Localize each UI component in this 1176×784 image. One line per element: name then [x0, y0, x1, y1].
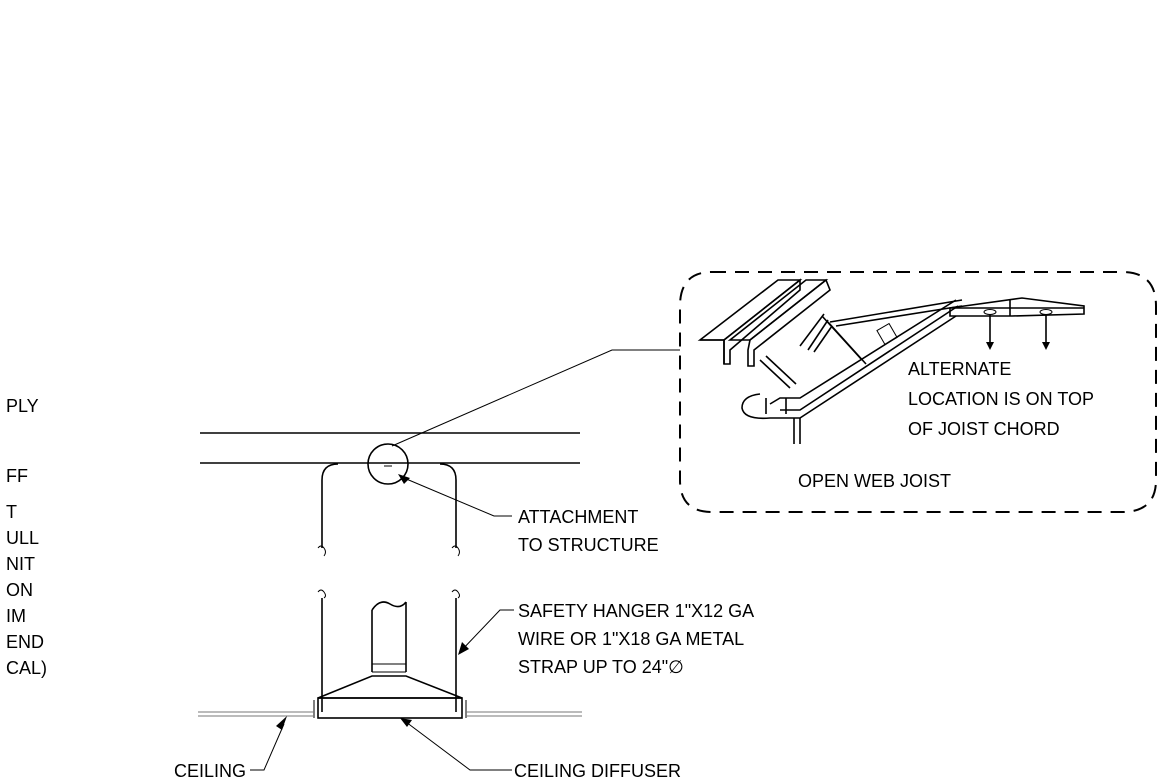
left-note-line: ULL: [6, 528, 39, 548]
left-note-line: END: [6, 632, 44, 652]
alternate-location-note: OF JOIST CHORD: [908, 419, 1060, 439]
safety-hanger-label: STRAP UP TO 24"∅: [518, 657, 684, 677]
left-note-line: FF: [6, 466, 28, 486]
attachment-leader: [403, 477, 512, 517]
left-notes: PLY FF T ULL NIT ON IM END CAL): [6, 396, 47, 678]
detail-callout-box: [679, 271, 1157, 513]
attachment-label: ATTACHMENT: [518, 507, 638, 527]
ceiling-leader: [250, 723, 285, 771]
ceiling-diffuser: [313, 675, 467, 719]
ceiling-diffuser-label: CEILING DIFFUSER: [514, 761, 681, 781]
left-note-line: IM: [6, 606, 26, 626]
left-note-line: ON: [6, 580, 33, 600]
left-note-line: NIT: [6, 554, 35, 574]
open-web-joist-sketch: [697, 278, 1085, 444]
safety-hanger-leader: [459, 609, 514, 653]
duct-neck: [371, 601, 407, 673]
safety-hanger-label: WIRE OR 1"X18 GA METAL: [518, 629, 744, 649]
attachment-label: TO STRUCTURE: [518, 535, 659, 555]
left-note-line: PLY: [6, 396, 39, 416]
structure-beam: [200, 432, 580, 464]
safety-hanger-label: SAFETY HANGER 1"X12 GA: [518, 601, 754, 621]
safety-hanger-straps: [317, 463, 460, 712]
left-note-line: CAL): [6, 658, 47, 678]
ceiling-line: [198, 711, 582, 717]
left-note-line: T: [6, 502, 17, 522]
ceiling-label: CEILING: [174, 761, 246, 781]
ceiling-diffuser-leader: [405, 721, 512, 771]
open-web-joist-label: OPEN WEB JOIST: [798, 471, 951, 491]
alternate-location-note: LOCATION IS ON TOP: [908, 389, 1094, 409]
alternate-location-note: ALTERNATE: [908, 359, 1011, 379]
attachment-circle: [367, 443, 409, 485]
